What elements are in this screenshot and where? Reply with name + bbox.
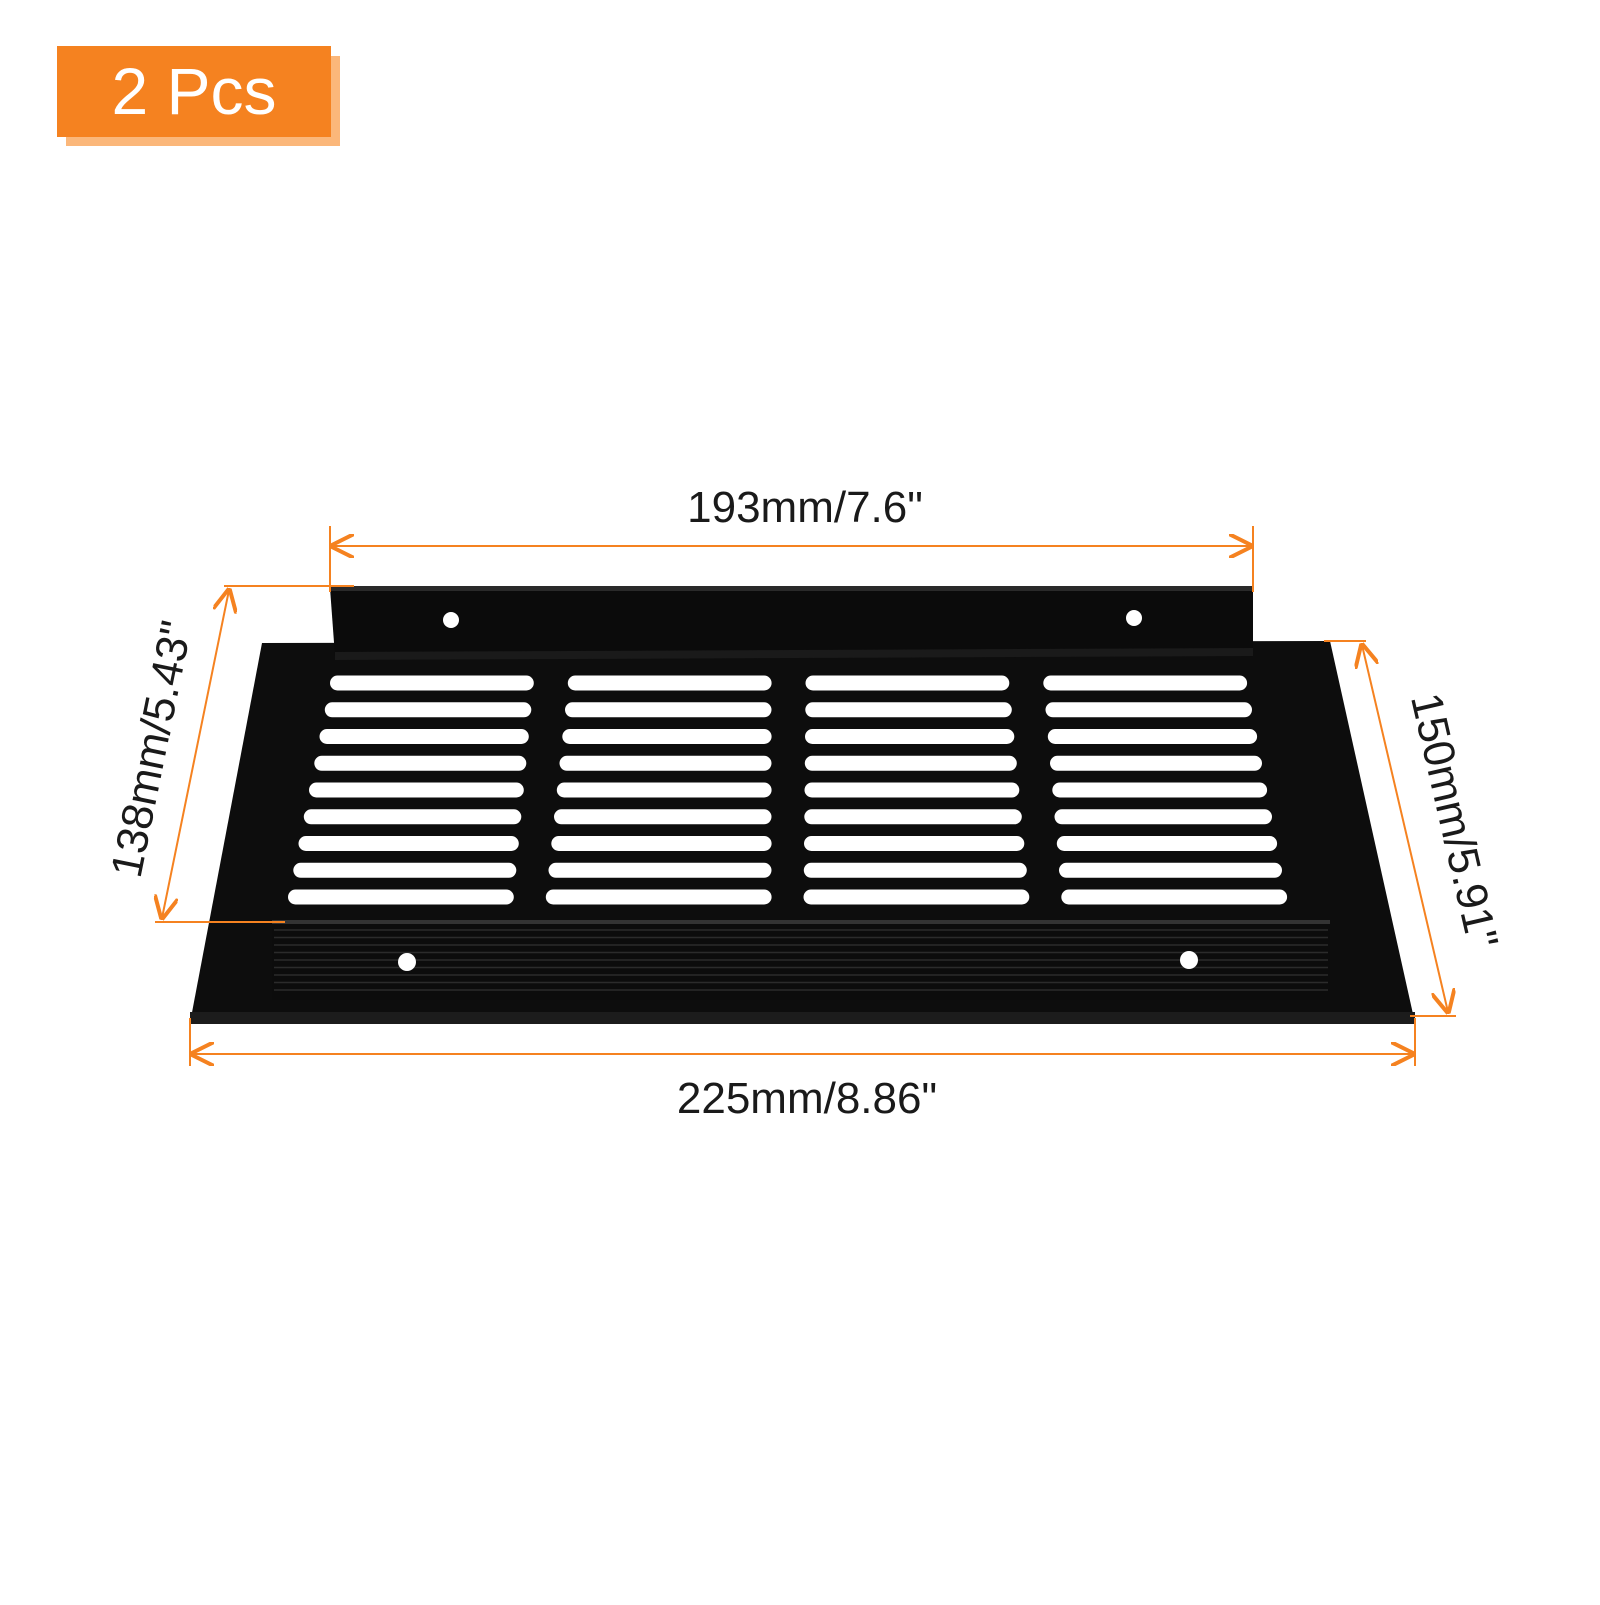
vent-slot xyxy=(1043,675,1248,691)
vent-slot xyxy=(1061,889,1288,905)
vent-slot xyxy=(1059,862,1282,878)
vent-slot xyxy=(805,729,1015,744)
vent-slot xyxy=(556,782,772,798)
vent-slot xyxy=(298,836,519,851)
bottom-width-label: 225mm/8.86" xyxy=(677,1074,937,1123)
quantity-badge: 2 Pcs xyxy=(57,46,331,137)
left-depth-label: 138mm/5.43" xyxy=(102,617,202,882)
vent-slot xyxy=(324,702,532,718)
vent-slot xyxy=(562,729,772,744)
vent-slot xyxy=(567,675,772,691)
vent-slot xyxy=(330,675,534,691)
top-width-label: 193mm/7.6" xyxy=(687,483,923,532)
bottom-right-screw-hole xyxy=(1180,951,1198,969)
vent-slot xyxy=(319,729,529,744)
vent-slot xyxy=(565,702,772,718)
vent-slot xyxy=(309,782,524,798)
vent-slot xyxy=(803,862,1027,878)
vent-slot xyxy=(293,862,517,878)
vent-slot xyxy=(1047,729,1258,744)
vent-slot xyxy=(804,755,1017,771)
vent-slot xyxy=(545,889,772,905)
vent-slot-grid xyxy=(288,675,1288,905)
vent-slot xyxy=(805,675,1010,691)
vent-slot xyxy=(1052,782,1268,798)
right-depth-label: 150mm/5.91" xyxy=(1401,688,1507,953)
left-depth-arrow xyxy=(162,590,229,918)
top-left-screw-hole xyxy=(443,612,459,628)
bottom-flange xyxy=(272,920,1330,1000)
vent-slot xyxy=(551,836,772,851)
top-width-dimension: 193mm/7.6" xyxy=(329,483,1254,592)
bottom-width-dimension: 225mm/8.86" xyxy=(189,1018,1416,1123)
vent-slot xyxy=(554,809,772,825)
vent-slot xyxy=(804,809,1022,825)
vent-slot xyxy=(805,702,1012,718)
vent-slot xyxy=(559,755,772,771)
vent-slot xyxy=(314,755,527,771)
right-depth-arrow xyxy=(1362,645,1448,1012)
vent-slot xyxy=(1050,755,1262,771)
vent-slot xyxy=(804,782,1020,798)
plate-front-rim xyxy=(190,1012,1415,1024)
top-right-screw-hole xyxy=(1126,610,1142,626)
vent-slot xyxy=(1045,702,1252,718)
top-flange xyxy=(330,586,1253,660)
vent-slot xyxy=(548,862,772,878)
vent-slot xyxy=(803,889,1030,905)
vent-slot xyxy=(1054,809,1272,825)
vent-slot xyxy=(288,889,514,905)
vent-slot xyxy=(303,809,522,825)
vent-slot xyxy=(1056,836,1278,851)
vent-slot xyxy=(804,836,1025,851)
bottom-left-screw-hole xyxy=(398,953,416,971)
